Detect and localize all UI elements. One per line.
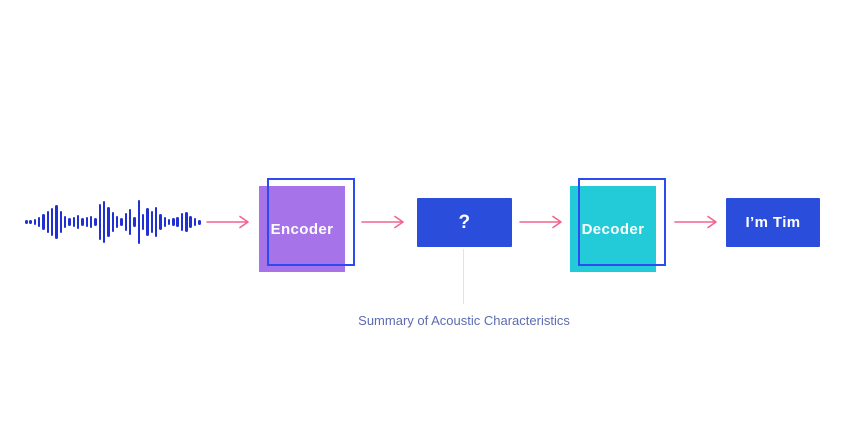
waveform-bar [128,209,132,235]
encoder-label: Encoder [270,220,334,238]
arrow-waveform-to-encoder [206,215,249,229]
waveform-bar [189,216,192,228]
waveform-bar [180,213,184,231]
bottleneck-node: ? [417,198,512,247]
waveform-bar [150,211,154,233]
waveform-bar [133,217,136,227]
waveform-bar [163,217,166,227]
encoder-node: Encoder [259,178,355,272]
waveform-bar [120,218,123,226]
waveform-bar [198,219,201,225]
waveform-bar [172,218,175,226]
decoder-node: Decoder [570,178,666,272]
arrow-bottleneck-to-decoder [519,215,562,229]
waveform-bar [176,217,179,227]
waveform-bar [37,217,41,227]
annotation-caption: Summary of Acoustic Characteristics [358,313,570,328]
waveform-bar [29,220,32,224]
waveform-bar [167,219,171,225]
waveform-bar [68,218,71,226]
waveform-bar [42,214,45,230]
output-label: I’m Tim [745,214,801,231]
annotation-connector-line [463,249,464,304]
waveform-bar [72,217,76,227]
waveform-bar [81,218,84,226]
arrow-decoder-to-output [674,215,717,229]
waveform-bar [85,217,89,227]
bottleneck-label: ? [458,211,471,233]
waveform-bar [111,212,115,232]
waveform-bar [193,218,197,226]
output-node: I’m Tim [726,198,820,247]
encoder-box: Encoder [259,186,345,272]
waveform-bar [185,212,188,232]
waveform-bar [154,207,158,237]
waveform-bar [146,208,149,236]
waveform-bar [76,215,80,229]
waveform-bar [137,200,141,244]
waveform-bar [115,216,119,228]
waveform-bar [25,220,28,224]
waveform-bar [102,201,106,243]
waveform-bar [33,219,37,225]
waveform-bar [107,207,110,237]
waveform-bar [63,216,67,228]
audio-waveform [25,200,201,244]
waveform-bar [46,211,50,233]
waveform-bar [124,213,128,231]
waveform-bar [50,208,54,236]
waveform-bar [89,216,93,228]
waveform-bar [98,204,102,240]
decoder-box: Decoder [570,186,656,272]
waveform-bar [59,211,63,233]
arrow-encoder-to-bottleneck [361,215,404,229]
waveform-bar [55,205,58,239]
decoder-label: Decoder [581,220,645,238]
waveform-bar [94,218,97,226]
waveform-bar [141,214,145,230]
waveform-bar [159,214,162,230]
